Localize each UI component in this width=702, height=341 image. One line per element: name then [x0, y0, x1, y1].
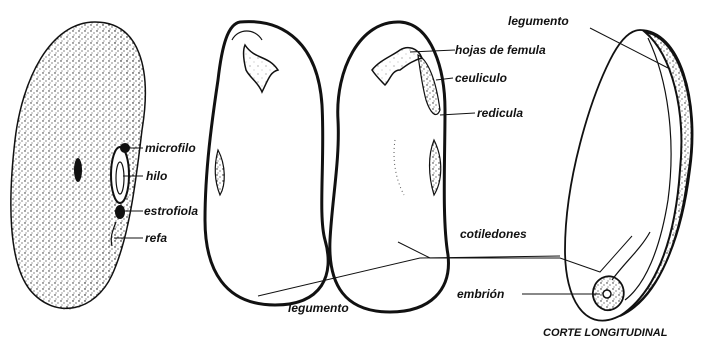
whole-bean [11, 22, 145, 310]
left-inner-fold [232, 31, 262, 40]
leader-ceuliculo [436, 78, 453, 80]
hilum-mark [111, 147, 129, 203]
side-spot [74, 158, 82, 182]
left-radicle [215, 150, 224, 195]
left-plumule [243, 45, 278, 92]
section-embryo-core [603, 290, 611, 298]
right-stipple-streak [394, 140, 404, 195]
strophiole-mark [115, 205, 125, 219]
right-plumule [372, 48, 422, 85]
label-legumento-top: legumento [508, 14, 569, 28]
right-cotyledon [330, 22, 449, 312]
left-cotyledon [205, 22, 328, 305]
label-refa: refa [145, 231, 167, 245]
label-microfilo: microfilo [145, 141, 196, 155]
label-hilo: hilo [146, 169, 167, 183]
label-legumento-bottom: legumento [288, 301, 349, 315]
label-embrion: embrión [457, 287, 504, 301]
label-estrofiola: estrofiola [144, 204, 198, 218]
longitudinal-section [565, 30, 693, 321]
label-redicula: redicula [477, 106, 523, 120]
right-hypocotyl [418, 55, 440, 115]
label-cotiledones: cotiledones [460, 227, 527, 241]
caption: CORTE LONGITUDINAL [543, 327, 668, 339]
label-ceuliculo: ceuliculo [455, 71, 507, 85]
right-radicle [430, 140, 441, 195]
label-hojas-de-femula: hojas de femula [455, 43, 546, 57]
leader-legumento-bottom [258, 256, 560, 296]
